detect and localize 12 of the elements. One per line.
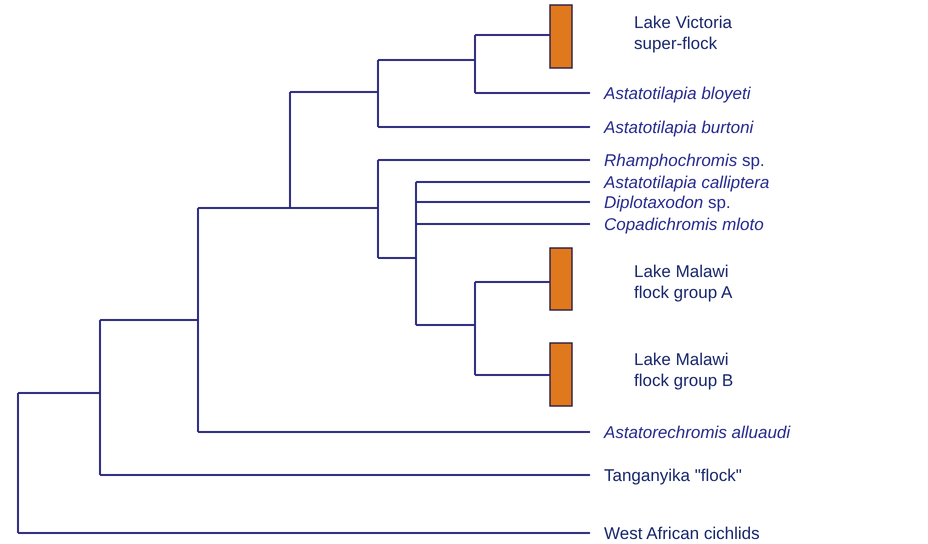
- taxon-label: Astatotilapia burtoni: [604, 117, 754, 138]
- taxon-label: Astatotilapia calliptera: [604, 172, 770, 193]
- clade-label: Lake Victoria super-flock: [634, 12, 733, 54]
- taxon-label: West African cichlids: [604, 523, 760, 544]
- taxon-label: Diplotaxodon sp.: [604, 192, 731, 213]
- clade-label: Lake Malawi flock group A: [634, 261, 734, 303]
- taxon-label: Astatotilapia bloyeti: [604, 83, 750, 104]
- clade-label: Lake Malawi flock group B: [634, 349, 734, 391]
- taxon-label: Copadichromis mloto: [604, 214, 764, 235]
- taxon-label: Astatorechromis alluaudi: [604, 422, 790, 443]
- taxon-label: Rhamphochromis sp.: [604, 150, 765, 171]
- taxon-label: Tanganyika "flock": [604, 465, 742, 486]
